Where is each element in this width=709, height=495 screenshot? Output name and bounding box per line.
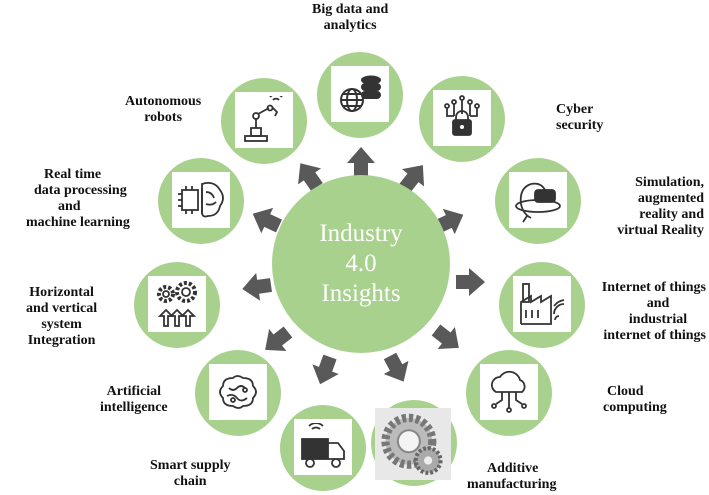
label-cyber-security: Cyber security xyxy=(556,102,604,133)
node-robots-box xyxy=(235,92,293,148)
arrow-ai xyxy=(265,326,293,352)
node-cloud-box xyxy=(480,364,538,420)
node-cyber-security xyxy=(419,76,505,162)
label-integration: Horizontal and vertical system Integrati… xyxy=(26,285,98,348)
chip-brain-icon xyxy=(178,181,224,218)
delivery-truck-icon xyxy=(301,423,345,468)
arrow-cloud xyxy=(431,324,459,350)
node-supply-chain-box xyxy=(294,419,352,475)
node-ai xyxy=(195,350,281,436)
gears-arrows-icon xyxy=(157,281,197,327)
label-big-data: Big data and analytics xyxy=(312,2,389,33)
node-iot xyxy=(499,262,585,348)
label-iot: Internet of things and industrial intern… xyxy=(601,280,706,343)
arrow-supply-chain xyxy=(312,354,339,385)
arrow-real-time xyxy=(252,207,282,234)
node-iot-box xyxy=(513,276,571,332)
arrow-big-data xyxy=(347,147,375,176)
robot-arm-icon xyxy=(244,96,283,142)
center-line-2: 4.0 xyxy=(345,250,377,277)
globe-database-icon xyxy=(340,75,381,112)
arrow-integration xyxy=(242,272,272,301)
printed-gear-icon xyxy=(381,413,443,475)
label-robots: Autonomous robots xyxy=(125,94,202,125)
circuit-lock-icon xyxy=(444,95,480,136)
node-simulation-box xyxy=(509,172,567,228)
label-ai: Artificial intelligence xyxy=(100,384,168,415)
cloud-network-icon xyxy=(490,370,527,413)
node-real-time-box xyxy=(172,172,230,228)
center-circle: Industry 4.0 Insights xyxy=(272,175,450,353)
arrow-robots xyxy=(298,163,323,192)
node-big-data xyxy=(317,52,403,138)
node-supply-chain xyxy=(280,405,366,491)
node-real-time xyxy=(158,158,244,244)
center-title: Industry 4.0 Insights xyxy=(319,219,402,309)
center-line-1: Industry xyxy=(319,220,403,247)
node-additive-box xyxy=(375,408,451,480)
smart-factory-icon xyxy=(520,283,565,325)
label-real-time: Real time data processing and machine le… xyxy=(26,167,130,230)
vr-headset-icon xyxy=(515,182,561,223)
brain-circuit-icon xyxy=(219,375,257,409)
label-cloud: Cloud computing xyxy=(603,384,667,415)
arrow-iot xyxy=(456,268,485,296)
node-integration xyxy=(134,262,220,348)
node-additive xyxy=(371,400,457,486)
node-cloud xyxy=(466,350,552,436)
node-ai-box xyxy=(209,364,267,420)
arrow-additive xyxy=(383,352,409,382)
center-line-3: Insights xyxy=(321,280,401,307)
arrow-cyber-security xyxy=(399,165,425,193)
node-robots xyxy=(221,78,307,164)
node-cyber-security-box xyxy=(433,90,491,146)
node-simulation xyxy=(495,158,581,244)
label-simulation: Simulation, augmented reality and virtua… xyxy=(617,175,704,238)
node-big-data-box xyxy=(331,66,389,122)
node-integration-box xyxy=(148,276,206,332)
label-supply-chain: Smart supply chain xyxy=(150,458,231,489)
label-additive: Additive manufacturing xyxy=(467,461,557,492)
